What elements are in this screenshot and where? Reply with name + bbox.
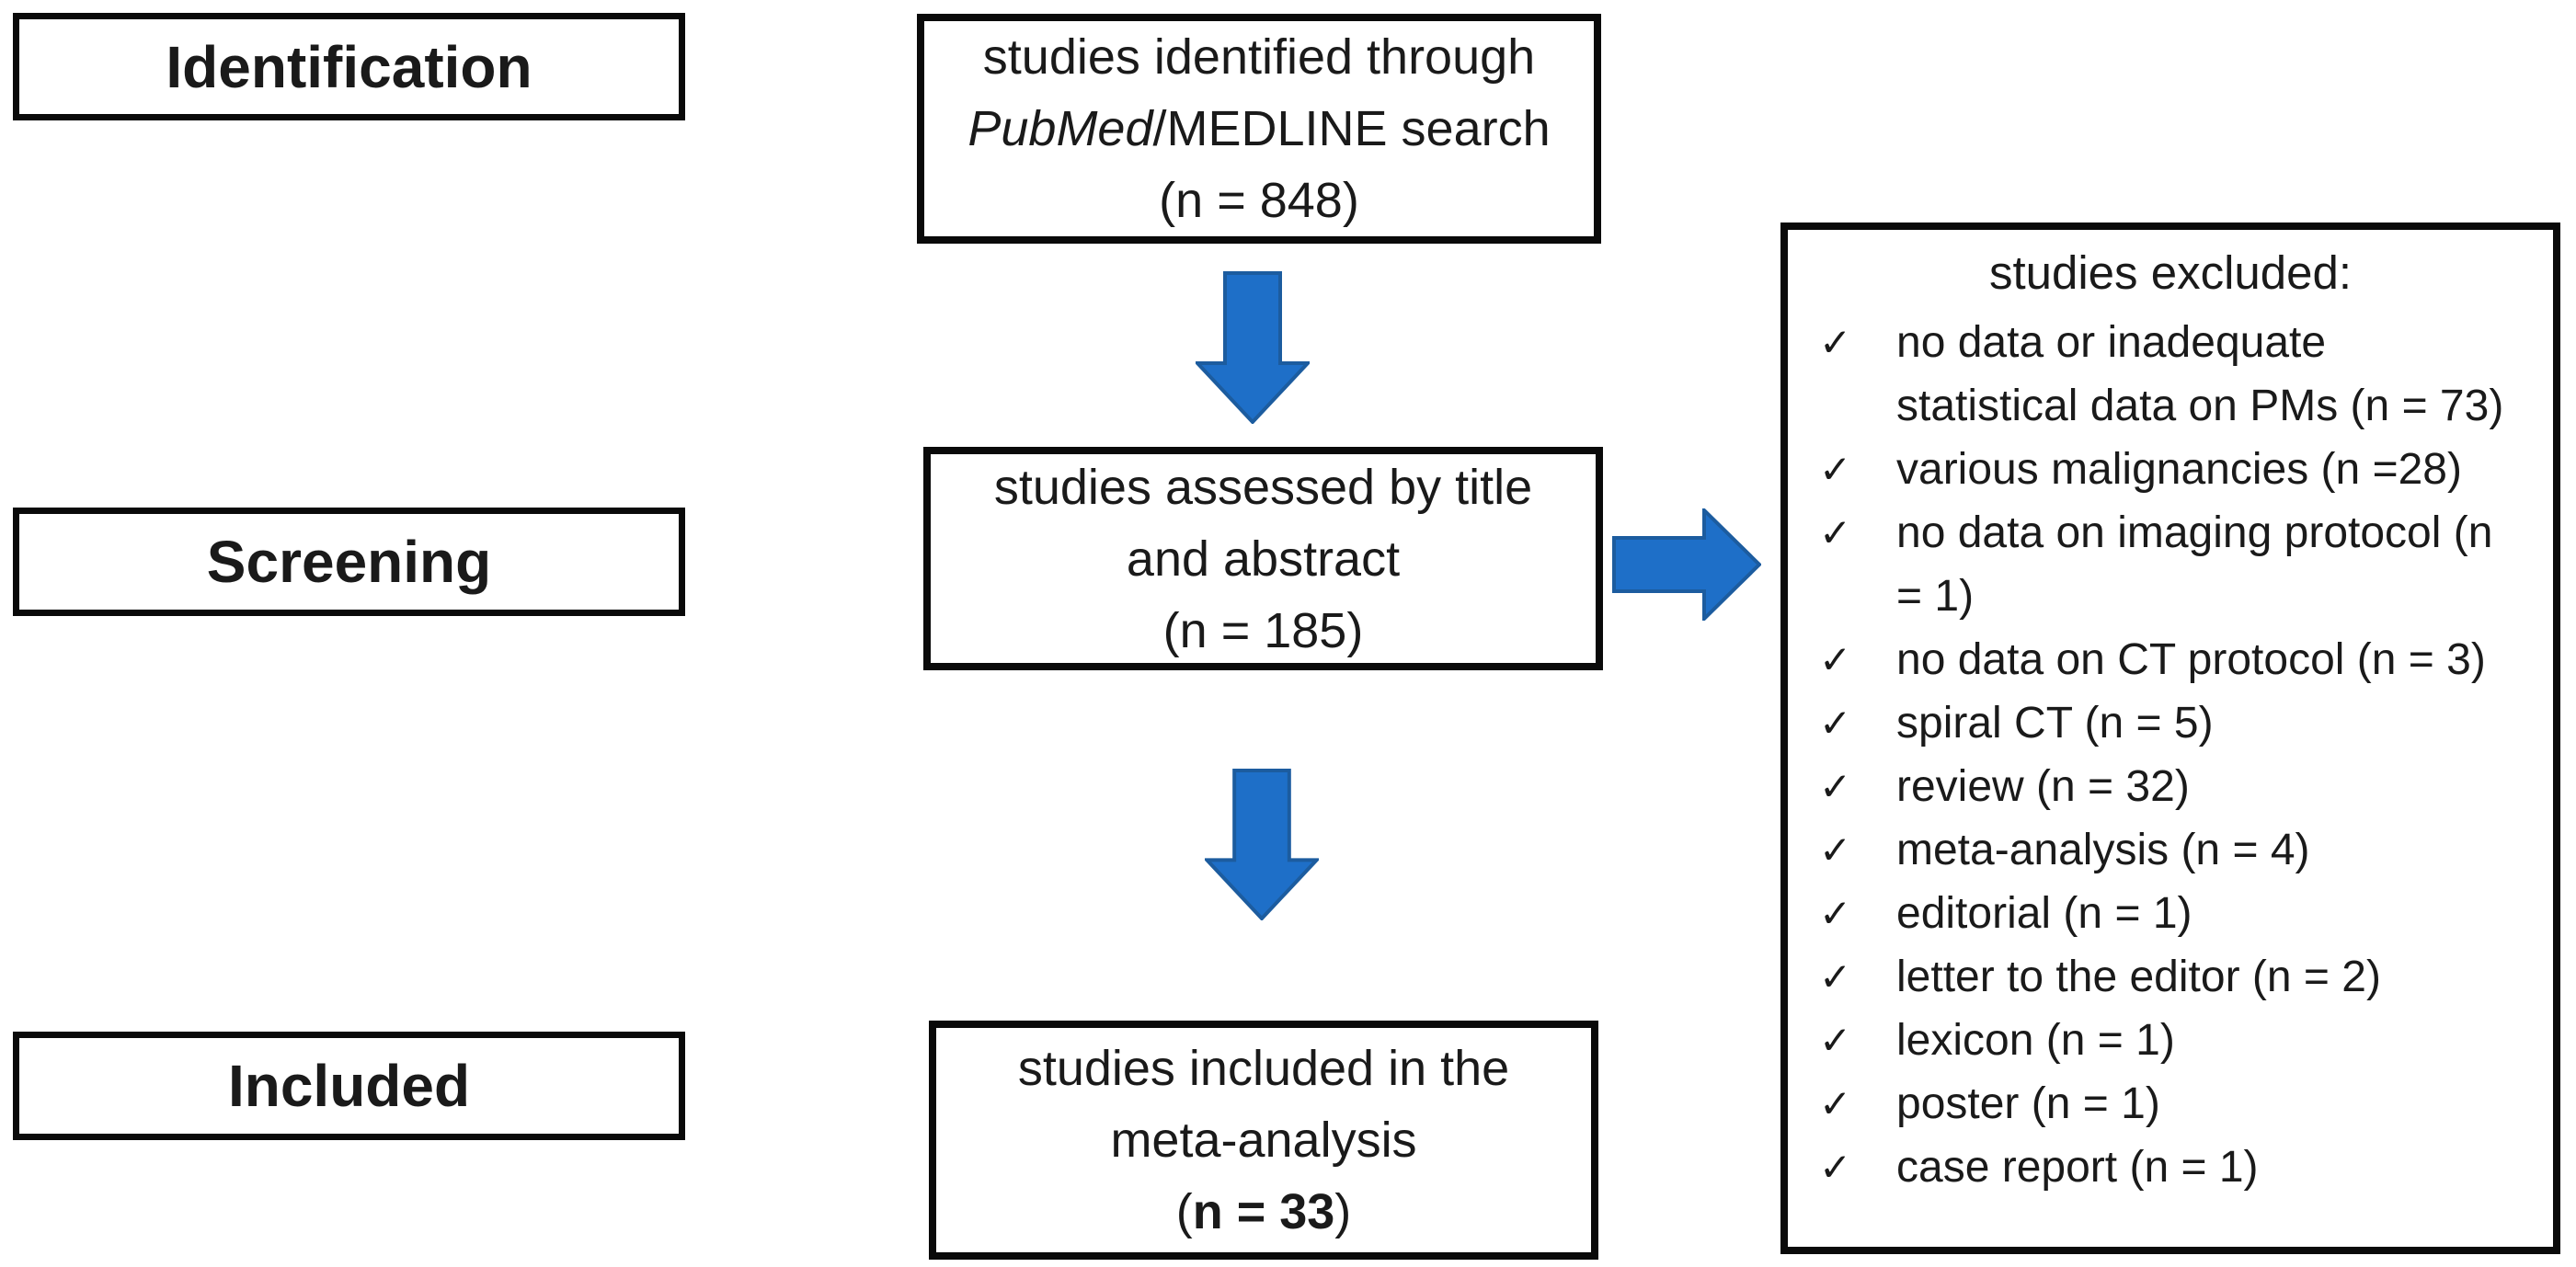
excluded-item-text: lexicon (n = 1) — [1896, 1016, 2175, 1065]
excluded-list-item: ✓ no data on imaging protocol (n = 1) — [1819, 501, 2544, 628]
down-arrow-assessed-to-included — [1205, 769, 1319, 920]
checkmark-icon: ✓ — [1819, 510, 1852, 555]
assessed-count: (n = 185) — [1162, 602, 1364, 658]
excluded-list-item: ✓ spiral CT (n = 5) — [1819, 691, 2544, 755]
identified-count: (n = 848) — [1159, 173, 1359, 228]
excluded-item-text: meta-analysis (n = 4) — [1896, 826, 2310, 874]
excluded-item-text: no data on imaging protocol (n = 1) — [1896, 508, 2493, 621]
stage-box-included: Included — [13, 1032, 685, 1140]
box-studies-excluded: studies excluded: ✓ no data or inadequat… — [1780, 223, 2560, 1254]
box-studies-included: studies included in the meta-analysis (n… — [929, 1021, 1598, 1260]
excluded-item-text: no data or inadequate statistical data o… — [1896, 318, 2504, 430]
checkmark-icon: ✓ — [1819, 1081, 1852, 1126]
stage-box-screening: Screening — [13, 508, 685, 616]
stage-box-identification: Identification — [13, 13, 685, 120]
checkmark-icon: ✓ — [1819, 954, 1852, 999]
excluded-list-item: ✓ no data or inadequate statistical data… — [1819, 311, 2544, 438]
stage-label-included: Included — [227, 1053, 471, 1119]
down-arrow-identified-to-assessed — [1196, 271, 1310, 424]
excluded-list-item: ✓ editorial (n = 1) — [1819, 882, 2544, 945]
checkmark-icon: ✓ — [1819, 637, 1852, 682]
identified-line-1: studies identified through — [982, 29, 1536, 85]
checkmark-icon: ✓ — [1819, 1018, 1852, 1063]
checkmark-icon: ✓ — [1819, 1145, 1852, 1190]
excluded-list-item: ✓ lexicon (n = 1) — [1819, 1009, 2544, 1072]
excluded-item-text: poster (n = 1) — [1896, 1079, 2160, 1128]
excluded-list-item: ✓ poster (n = 1) — [1819, 1072, 2544, 1136]
stage-label-screening: Screening — [206, 529, 492, 595]
assessed-line-1: studies assessed by title — [993, 459, 1533, 515]
excluded-list: ✓ no data or inadequate statistical data… — [1819, 311, 2544, 1199]
included-line-2: meta-analysis — [1110, 1113, 1417, 1168]
checkmark-icon: ✓ — [1819, 701, 1852, 746]
stage-label-identification: Identification — [166, 33, 532, 100]
excluded-item-text: case report (n = 1) — [1896, 1143, 2259, 1192]
pubmed-italic-text: PubMed — [967, 101, 1153, 156]
excluded-item-text: spiral CT (n = 5) — [1896, 699, 2214, 748]
excluded-item-text: editorial (n = 1) — [1896, 889, 2192, 938]
identified-line-2: PubMed/MEDLINE search — [967, 101, 1551, 156]
checkmark-icon: ✓ — [1819, 320, 1852, 365]
checkmark-icon: ✓ — [1819, 891, 1852, 936]
excluded-item-text: various malignancies (n =28) — [1896, 445, 2462, 494]
checkmark-icon: ✓ — [1819, 828, 1852, 873]
included-count-bold: n = 33 — [1192, 1184, 1335, 1239]
included-line-1: studies included in the — [1017, 1041, 1510, 1096]
excluded-item-text: letter to the editor (n = 2) — [1896, 953, 2381, 1001]
excluded-list-item: ✓ letter to the editor (n = 2) — [1819, 945, 2544, 1009]
excluded-list-item: ✓ no data on CT protocol (n = 3) — [1819, 628, 2544, 691]
excluded-list-item: ✓ meta-analysis (n = 4) — [1819, 818, 2544, 882]
excluded-item-text: no data on CT protocol (n = 3) — [1896, 635, 2486, 684]
assessed-line-2: and abstract — [1126, 531, 1401, 587]
included-count: (n = 33) — [1175, 1184, 1352, 1239]
checkmark-icon: ✓ — [1819, 764, 1852, 809]
excluded-list-item: ✓ case report (n = 1) — [1819, 1136, 2544, 1199]
excluded-list-item: ✓ various malignancies (n =28) — [1819, 438, 2544, 501]
checkmark-icon: ✓ — [1819, 447, 1852, 492]
right-arrow-assessed-to-excluded — [1612, 508, 1761, 621]
box-studies-assessed: studies assessed by title and abstract (… — [923, 447, 1603, 670]
excluded-item-text: review (n = 32) — [1896, 762, 2190, 811]
excluded-title: studies excluded: — [1988, 246, 2353, 299]
box-studies-identified: studies identified through PubMed/MEDLIN… — [917, 14, 1601, 244]
excluded-list-item: ✓ review (n = 32) — [1819, 755, 2544, 818]
